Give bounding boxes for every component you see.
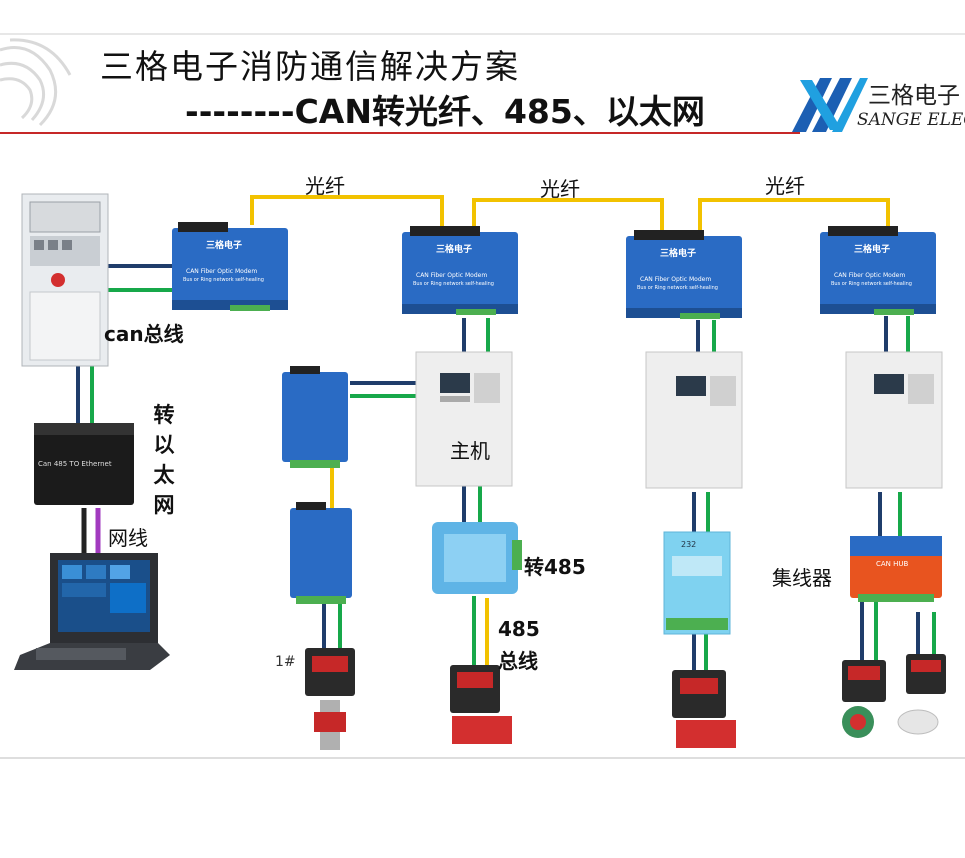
fiber-modem-4	[820, 226, 936, 315]
fiber-modem-1	[172, 222, 288, 311]
modem-4-caption-2: Bus or Ring network self-healing	[831, 281, 912, 287]
small-fiber-modem-2	[290, 502, 352, 604]
to-ethernet-char: 以	[153, 433, 175, 457]
field-controller-1	[305, 648, 355, 750]
small-fiber-modem-1	[282, 366, 348, 468]
logo-name-en: SANGE ELEC	[857, 110, 965, 130]
fiber-label-3: 光纤	[765, 174, 805, 198]
hub-label: 集线器	[772, 566, 832, 590]
modem-3-brand: 三格电子	[660, 249, 697, 259]
can-485-converter	[432, 522, 522, 594]
can-cables	[76, 264, 936, 672]
fiber-modem-3	[626, 230, 742, 319]
rugged-laptop	[14, 553, 170, 670]
page-subtitle: --------CAN转光纤、485、以太网	[185, 92, 705, 131]
fire-host-panel-2	[645, 351, 743, 489]
converter-232-caption: 232	[681, 540, 697, 549]
to-ethernet-label: 转 以 太 网	[152, 400, 176, 520]
modem-1-brand: 三格电子	[206, 241, 243, 251]
field-controller-4	[842, 660, 886, 738]
modem-1-caption: CAN Fiber Optic Modem	[186, 268, 258, 275]
bus-485-label-1: 485	[498, 617, 540, 641]
can-hub	[850, 536, 942, 602]
device-index-mark: 1#	[275, 654, 296, 670]
fiber-label-2: 光纤	[540, 177, 580, 201]
network-cable-label: 网线	[108, 526, 148, 550]
modem-1-caption-2: Bus or Ring network self-healing	[183, 277, 264, 283]
to-485-label: 转485	[524, 555, 586, 579]
gateway-caption: Can 485 TO Ethernet	[38, 460, 112, 468]
host-label: 主机	[450, 439, 490, 463]
field-controller-2	[450, 665, 512, 744]
sange-logo-mark	[792, 78, 868, 132]
fiber-label-1: 光纤	[305, 174, 345, 198]
bus-485-label-2: 总线	[498, 649, 538, 673]
page-title: 三格电子消防通信解决方案	[100, 47, 520, 86]
modem-4-brand: 三格电子	[854, 245, 891, 255]
fiber-cables	[250, 195, 890, 665]
fire-control-cabinet	[21, 193, 109, 367]
to-ethernet-char: 转	[153, 403, 175, 427]
fire-host-panel-3	[845, 351, 943, 489]
modem-3-caption-2: Bus or Ring network self-healing	[637, 285, 718, 291]
modem-2-caption-2: Bus or Ring network self-healing	[413, 281, 494, 287]
field-controller-5	[897, 654, 946, 735]
can-232-converter	[663, 531, 731, 635]
ethernet-cables	[81, 508, 101, 560]
modem-3-caption: CAN Fiber Optic Modem	[640, 276, 712, 283]
fiber-modem-2	[402, 226, 518, 315]
modem-2-caption: CAN Fiber Optic Modem	[416, 272, 488, 279]
swirl-decoration	[0, 38, 72, 127]
can-ethernet-gateway	[34, 423, 134, 505]
logo-name-cn: 三格电子	[868, 83, 960, 109]
hub-caption: CAN HUB	[876, 560, 909, 568]
to-ethernet-char: 太	[153, 463, 175, 487]
field-controller-3	[672, 670, 736, 748]
modem-4-caption: CAN Fiber Optic Modem	[834, 272, 906, 279]
to-ethernet-char: 网	[153, 493, 175, 517]
modem-2-brand: 三格电子	[436, 245, 473, 255]
fire-host-panel-1	[415, 351, 513, 487]
can-bus-label: can总线	[104, 322, 184, 346]
